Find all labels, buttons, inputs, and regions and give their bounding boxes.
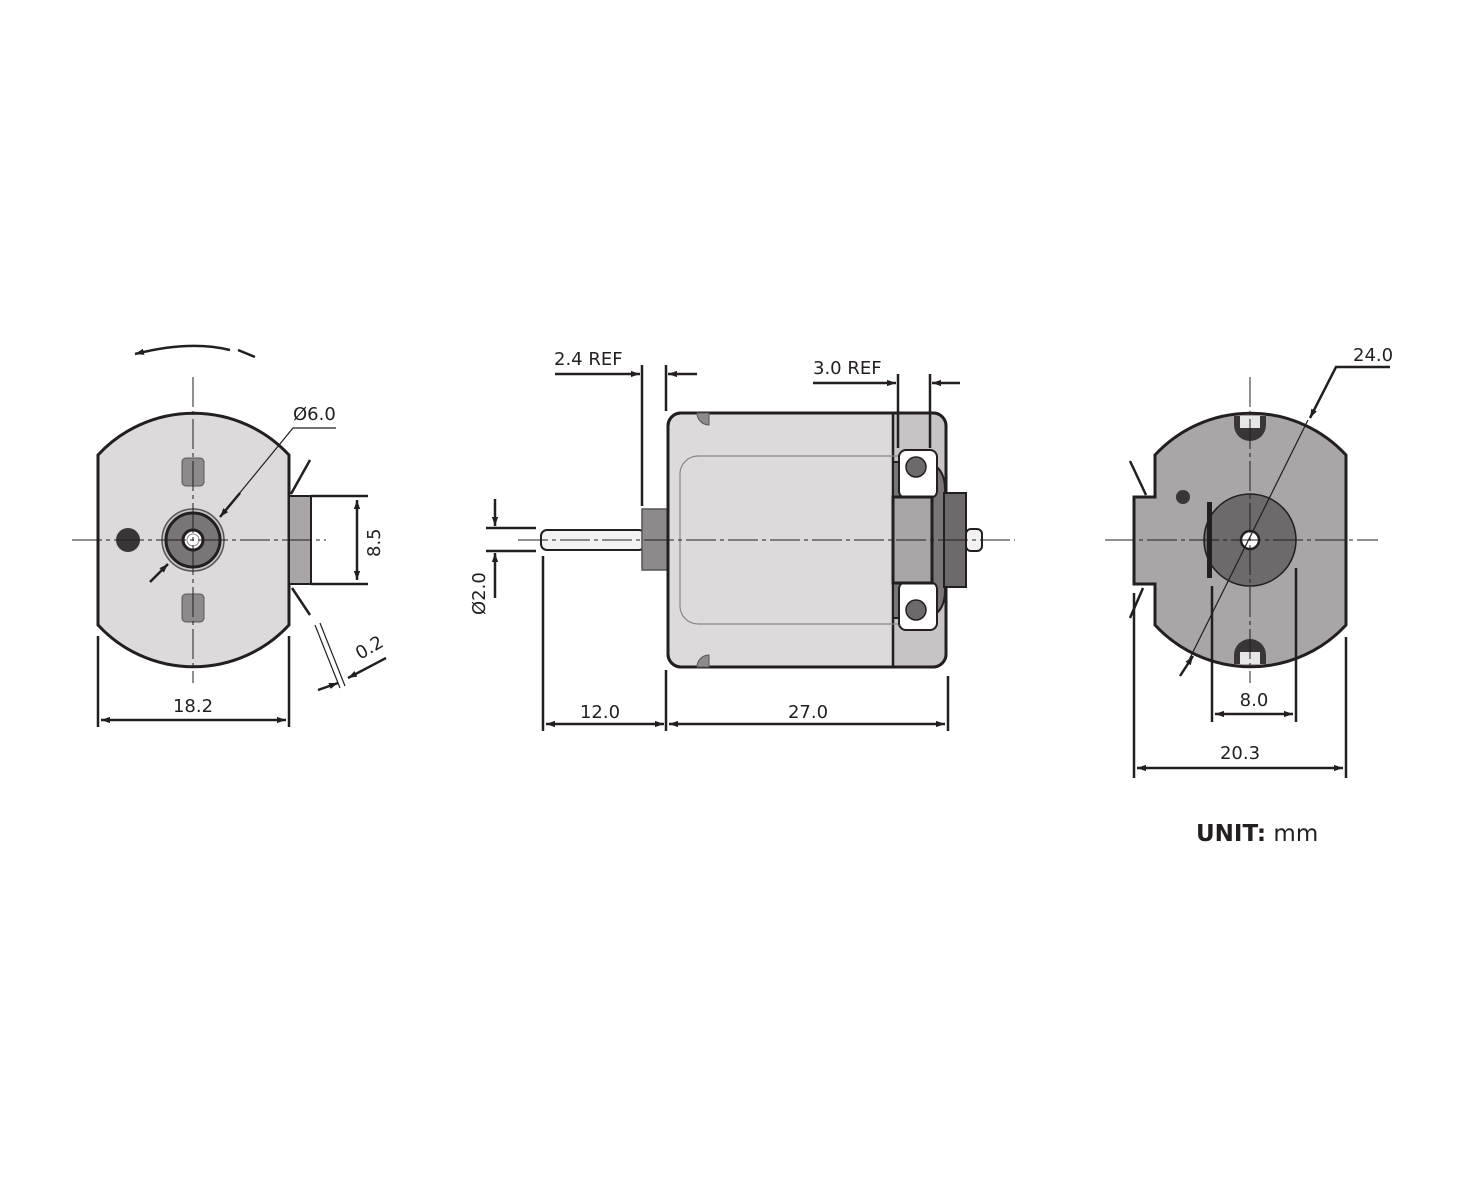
front-view: Ø6.0 8.5 0.2 18.2 — [72, 344, 387, 727]
body-length-label: 27.0 — [788, 702, 828, 723]
rear-boss-label: 8.0 — [1240, 690, 1269, 711]
front-width-label: 18.2 — [173, 696, 213, 717]
terminal-ref-label: 3.0 REF — [813, 358, 882, 379]
bushing-ref-label: 2.4 REF — [554, 349, 623, 370]
side-view: 2.4 REF 3.0 REF Ø2.0 12.0 27.0 — [469, 349, 1015, 731]
rotation-arrow — [134, 344, 231, 356]
rear-width-label: 20.3 — [1220, 743, 1260, 764]
terminal-height-label: 8.5 — [364, 528, 385, 557]
shaft-length-label: 12.0 — [580, 702, 620, 723]
unit-note: UNIT: mm — [1196, 821, 1318, 847]
body-dia-label: 24.0 — [1353, 345, 1393, 366]
rear-view: 24.0 8.0 20.3 UNIT: mm — [1105, 345, 1393, 847]
front-flange-dia-label: Ø6.0 — [293, 404, 336, 425]
shaft-dia-label: Ø2.0 — [469, 572, 490, 615]
